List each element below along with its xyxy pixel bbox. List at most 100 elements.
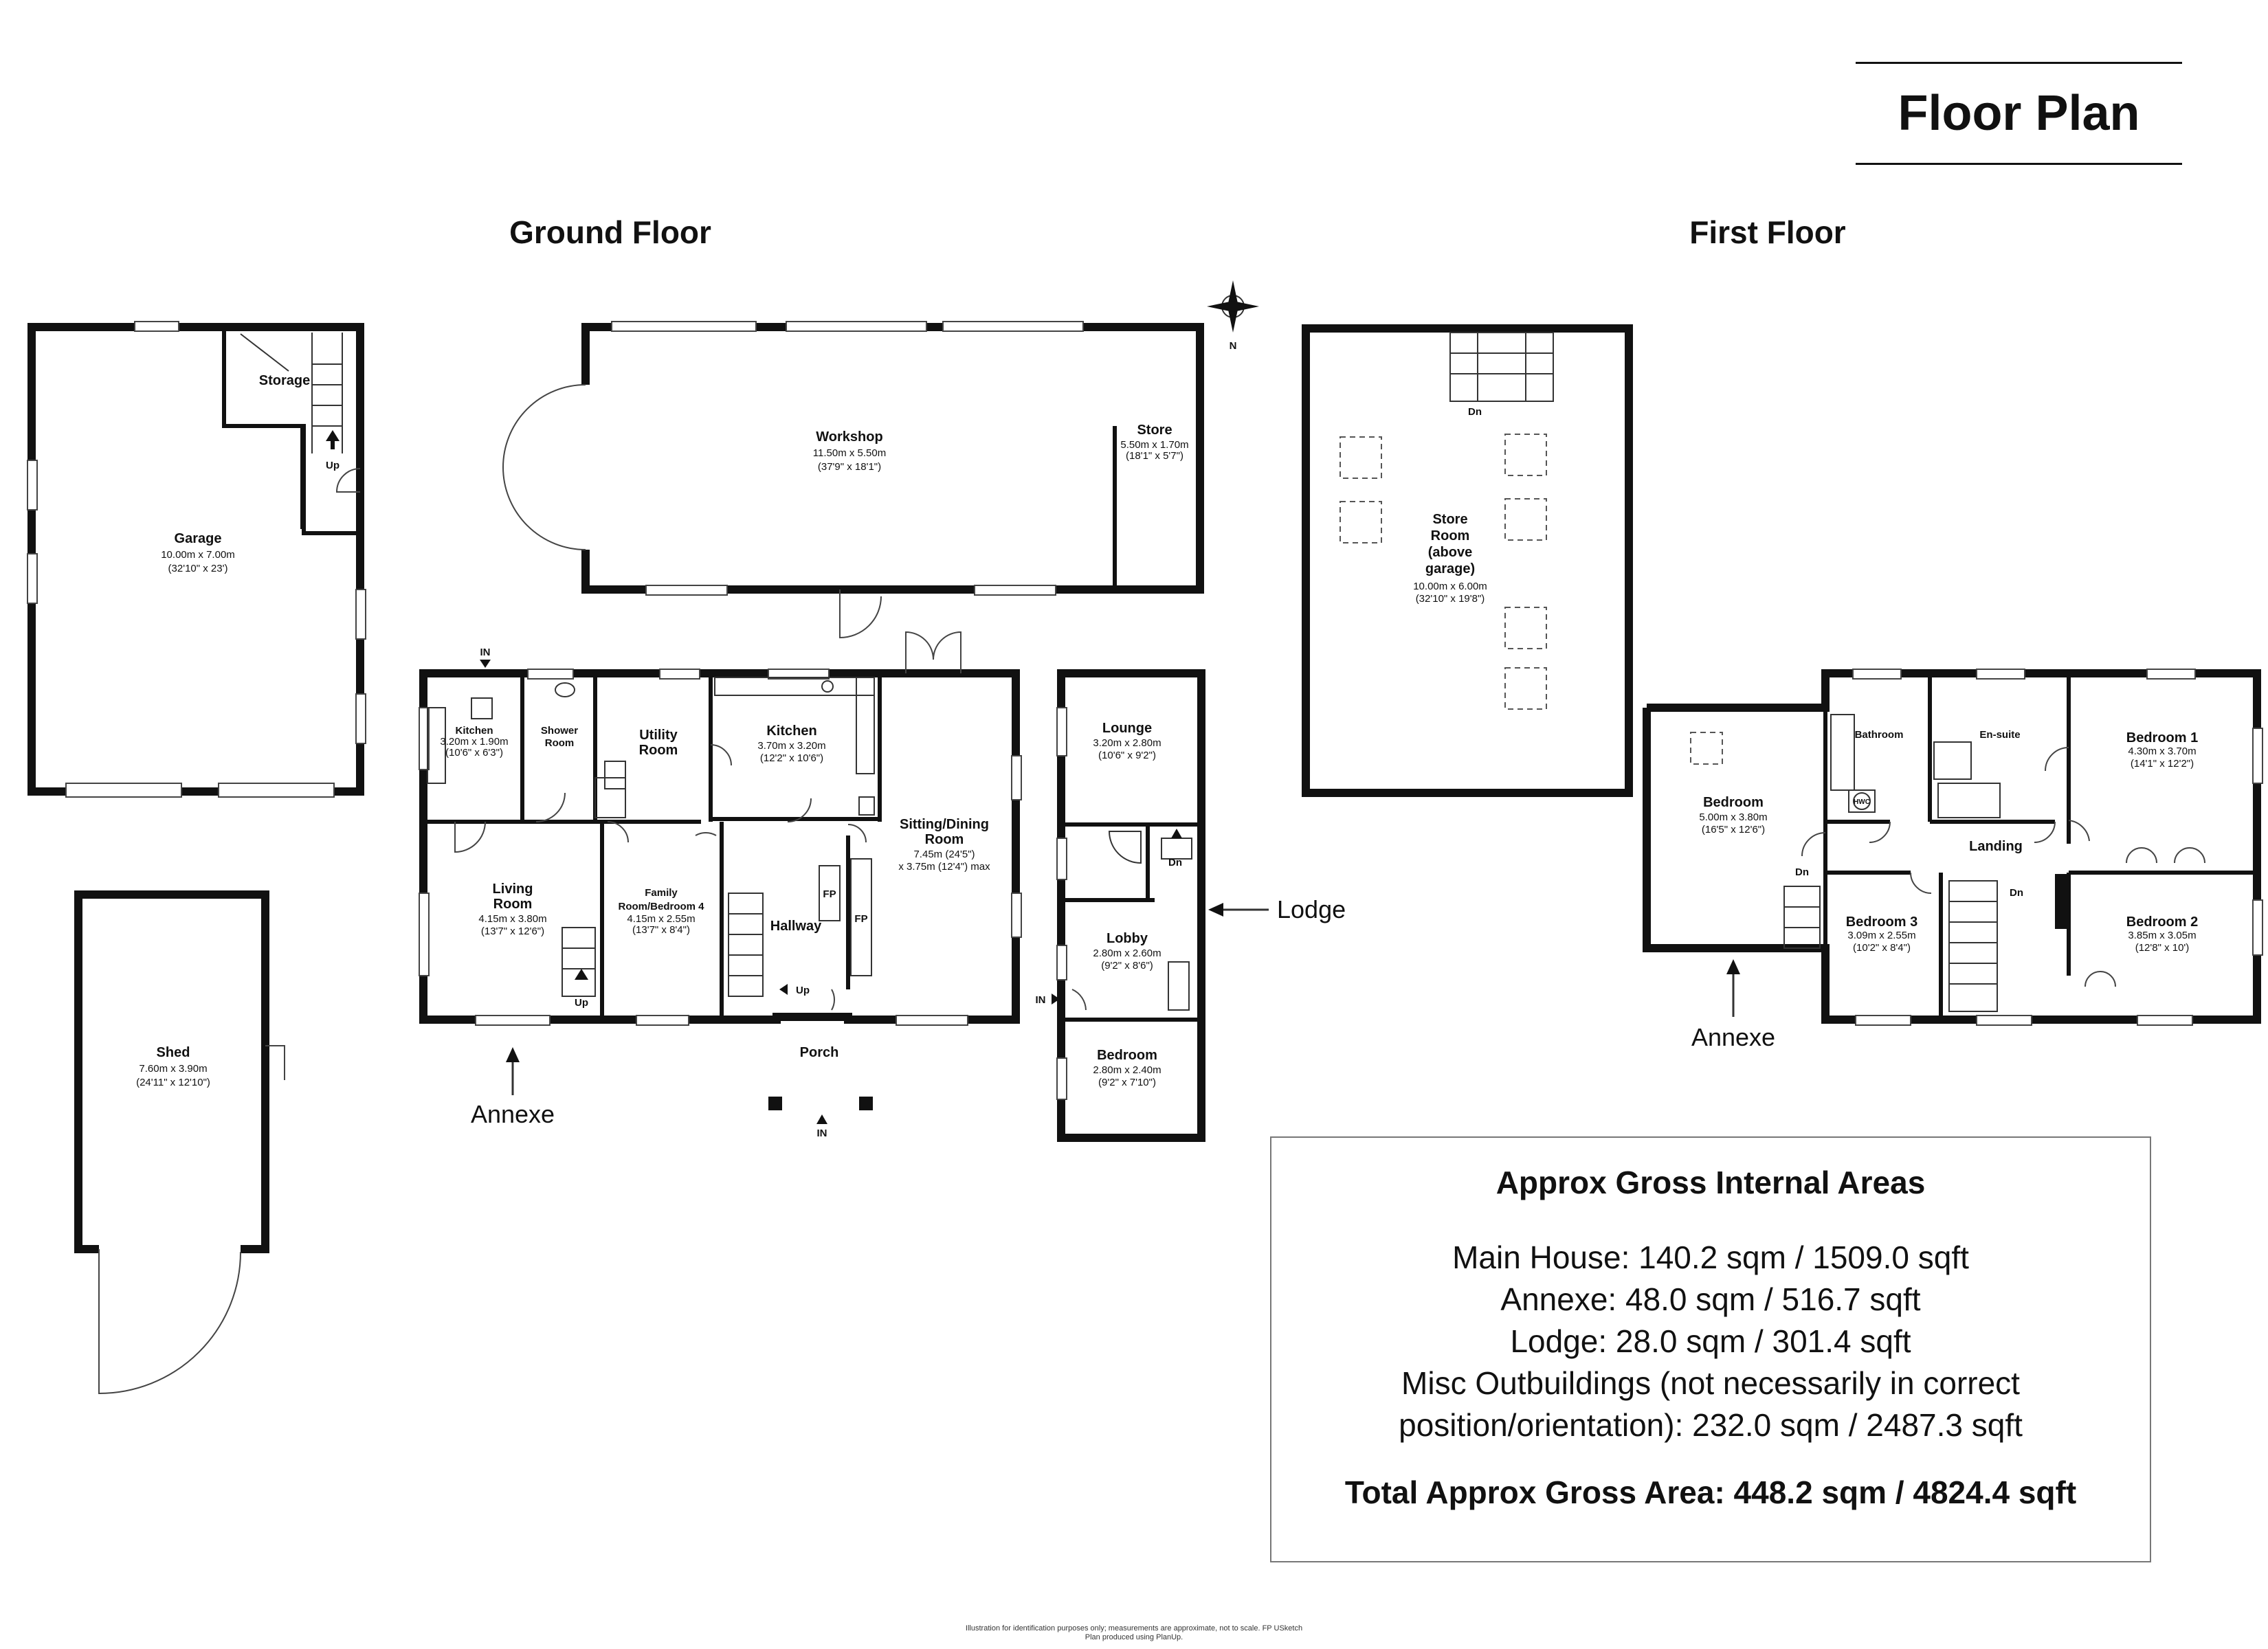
family-room-dim1: 4.15m x 2.55m [627, 913, 695, 925]
utility-room-label-2: Room [639, 743, 678, 758]
living-up-arrow-icon [575, 969, 588, 980]
annexe-label-ground: Annexe [471, 1100, 555, 1128]
living-room-dim2: (13'7" x 12'6") [481, 926, 544, 937]
shed-dim2: (24'11" x 12'10") [136, 1077, 210, 1088]
area-annexe: Annexe: 48.0 sqm / 516.7 sqft [1500, 1281, 1921, 1317]
title-block: Floor Plan [1856, 62, 2182, 165]
annexe-kitchen-dim2: (10'6" x 6'3") [445, 747, 503, 759]
bedroom1-dim1: 4.30m x 3.70m [2128, 745, 2196, 757]
family-room-label-1: Family [645, 887, 678, 899]
garage-dim2: (32'10" x 23') [168, 563, 228, 574]
lounge-dim1: 3.20m x 2.80m [1093, 737, 1161, 749]
bedroom2-dim2: (12'8" x 10') [2135, 942, 2190, 954]
ground-floor-heading: Ground Floor [509, 214, 711, 250]
sitting-room-dim1: 7.45m (24'5") [913, 849, 975, 860]
living-up-label: Up [575, 997, 588, 1009]
lodge-label: Lodge [1277, 895, 1346, 923]
landing-dn-label: Dn [2010, 887, 2023, 899]
lodge-bedroom-dim1: 2.80m x 2.40m [1093, 1064, 1161, 1076]
garage-up-label: Up [326, 460, 340, 471]
area-misc-line1: Misc Outbuildings (not necessarily in co… [1401, 1365, 2020, 1401]
store-room-label-4: garage) [1425, 561, 1475, 576]
garage-dim1: 10.00m x 7.00m [161, 549, 235, 561]
area-misc-line2: position/orientation): 232.0 sqm / 2487.… [1399, 1407, 2023, 1443]
bedroom3-dim2: (10'2" x 8'4") [1853, 942, 1911, 954]
utility-room-label-1: Utility [639, 728, 678, 743]
garage-building: Up Storage Garage 10.00m x 7.00m (32'10"… [27, 321, 366, 798]
lodge-building: Dn IN Lounge 3.20m x 2.80m (10'6" x 9'2"… [1036, 669, 1205, 1142]
lounge-label: Lounge [1102, 721, 1152, 736]
annexe-kitchen-label: Kitchen [455, 725, 493, 737]
disclaimer-line2: Plan produced using PlanUp. [1085, 1633, 1183, 1641]
disclaimer-line1: Illustration for identification purposes… [965, 1624, 1303, 1633]
store-room-label-1: Store [1432, 512, 1467, 527]
annexe-label-first: Annexe [1691, 1023, 1775, 1051]
store-dim1: 5.50m x 1.70m [1120, 439, 1188, 451]
living-room-dim1: 4.15m x 3.80m [478, 913, 546, 925]
lodge-in-label: IN [1036, 994, 1046, 1006]
porch-in-label: IN [817, 1128, 827, 1139]
family-room-label-2: Room/Bedroom 4 [618, 901, 704, 912]
annexe-kitchen-dim1: 3.20m x 1.90m [440, 736, 508, 748]
fp-label-2: FP [854, 913, 867, 925]
annexe-bedroom-dim2: (16'5" x 12'6") [1702, 824, 1765, 835]
sitting-room-label-2: Room [925, 832, 964, 847]
page-title: Floor Plan [1898, 86, 2140, 141]
shed-building: Shed 7.60m x 3.90m (24'11" x 12'10") [74, 890, 285, 1395]
bedroom1-dim2: (14'1" x 12'2") [2131, 758, 2194, 770]
lodge-dn-arrow-icon [1171, 829, 1182, 838]
store-room-label-3: (above [1428, 545, 1472, 560]
sitting-room-label-1: Sitting/Dining [900, 817, 989, 832]
area-main-house: Main House: 140.2 sqm / 1509.0 sqft [1452, 1239, 1969, 1275]
areas-panel: Approx Gross Internal Areas Main House: … [1270, 1136, 2151, 1562]
lobby-dim2: (9'2" x 8'6") [1101, 960, 1153, 972]
bedroom2-label: Bedroom 2 [2126, 915, 2198, 930]
area-lodge: Lodge: 28.0 sqm / 301.4 sqft [1510, 1323, 1911, 1359]
annexe-pointer-first: Annexe [1691, 959, 1775, 1051]
main-house-ground: Up Up FP FP IN [419, 631, 1022, 1139]
store-label: Store [1137, 423, 1172, 438]
kitchen-label: Kitchen [766, 723, 816, 739]
store-room-dn-label: Dn [1468, 406, 1482, 418]
living-room-label-1: Living [493, 882, 533, 897]
store-room-first-floor: Dn Store Room (above garage) 10.00m x 6.… [1302, 324, 1633, 797]
annexe-dn-label: Dn [1795, 866, 1809, 878]
areas-title: Approx Gross Internal Areas [1496, 1165, 1926, 1200]
hallway-label: Hallway [770, 919, 822, 934]
compass-icon: N [1207, 280, 1259, 352]
lobby-dim1: 2.80m x 2.60m [1093, 947, 1161, 959]
annexe-bedroom-dim1: 5.00m x 3.80m [1699, 811, 1767, 823]
lodge-dn-label: Dn [1168, 857, 1182, 868]
store-dim2: (18'1" x 5'7") [1126, 450, 1183, 462]
hwc-label: HWC [1854, 798, 1870, 806]
kitchen-dim1: 3.70m x 3.20m [757, 740, 825, 752]
workshop-label: Workshop [816, 429, 882, 445]
shed-dim1: 7.60m x 3.90m [139, 1063, 207, 1075]
workshop-building: Workshop 11.50m x 5.50m (37'9" x 18'1") … [502, 321, 1204, 639]
porch-in-arrow-icon [816, 1114, 827, 1124]
lodge-bedroom-dim2: (9'2" x 7'10") [1098, 1077, 1156, 1088]
bathroom-label: Bathroom [1855, 729, 1904, 741]
store-room-dim2: (32'10" x 19'8") [1416, 593, 1485, 605]
store-room-dim1: 10.00m x 6.00m [1413, 581, 1487, 592]
hall-up-label: Up [796, 985, 810, 996]
shed-label: Shed [157, 1045, 190, 1060]
lobby-label: Lobby [1107, 931, 1148, 946]
main-house-first-floor: HWC Dn Dn Bedroom 5.00m x 3.80m [1643, 669, 2263, 1026]
bedroom2-dim1: 3.85m x 3.05m [2128, 930, 2196, 941]
bedroom3-label: Bedroom 3 [1846, 915, 1917, 930]
shower-room-label-2: Room [545, 737, 575, 749]
ensuite-label: En-suite [1979, 729, 2020, 741]
porch-label: Porch [800, 1045, 839, 1060]
first-floor-heading: First Floor [1689, 214, 1846, 250]
disclaimer: Illustration for identification purposes… [687, 1624, 1581, 1642]
up-arrow-icon [326, 430, 340, 441]
in-arrow-icon [480, 660, 491, 668]
workshop-dim1: 11.50m x 5.50m [813, 447, 886, 459]
store-room-label-2: Room [1431, 528, 1470, 543]
family-room-dim2: (13'7" x 8'4") [632, 924, 690, 936]
fp-label-1: FP [823, 888, 836, 900]
lodge-pointer: Lodge [1208, 895, 1346, 923]
annexe-pointer-ground: Annexe [471, 1047, 555, 1128]
